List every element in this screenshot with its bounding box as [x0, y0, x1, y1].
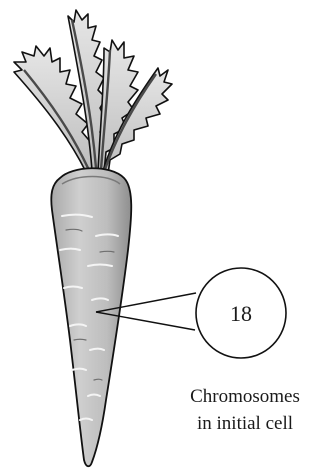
caption-line-2: in initial cell: [197, 413, 293, 434]
caption-line-1: Chromosomes: [190, 386, 300, 407]
carrot-root: [51, 168, 131, 466]
carrot-leaves: [14, 10, 172, 174]
chromosome-count: 18: [230, 301, 252, 326]
carrot-illustration: [51, 168, 131, 466]
cell-circle: 18: [196, 268, 286, 358]
